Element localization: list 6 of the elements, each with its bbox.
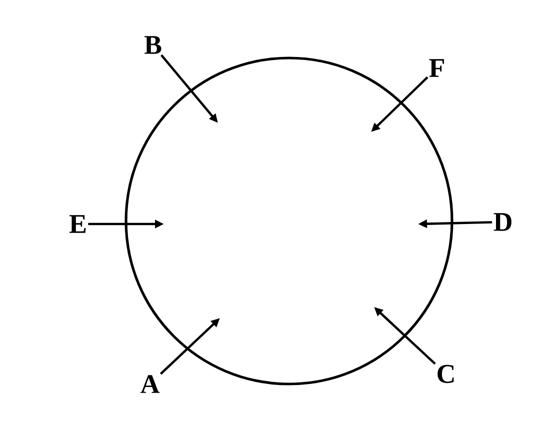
point-label: D (494, 213, 512, 231)
point-label: F (429, 59, 444, 77)
point-label: E (69, 215, 86, 233)
point-label: C (438, 364, 454, 384)
point-label: A (140, 375, 160, 393)
point-label: B (144, 36, 162, 54)
